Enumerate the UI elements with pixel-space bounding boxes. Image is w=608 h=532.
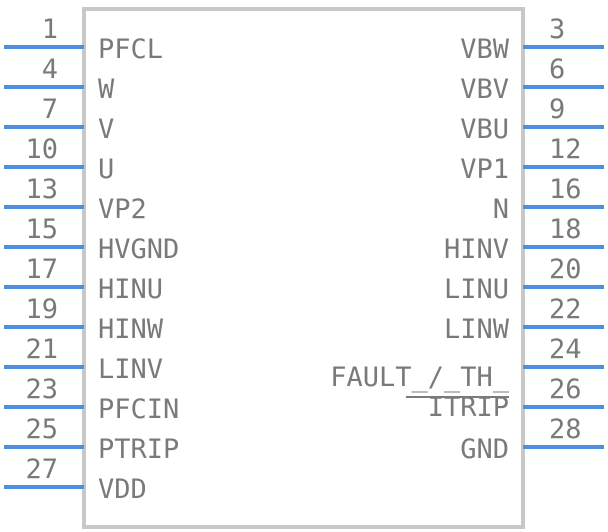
- pin-number: 20: [549, 254, 582, 285]
- pin-number: 6: [549, 54, 565, 85]
- pin-name: HINV: [444, 234, 509, 265]
- pin-name: U: [98, 154, 114, 185]
- pin-name: HVGND: [98, 234, 179, 265]
- pin-number: 17: [25, 254, 58, 285]
- pin-name: HINW: [98, 314, 164, 345]
- pin-number: 7: [42, 94, 58, 125]
- pin-number: 12: [549, 134, 582, 165]
- pin-number: 16: [549, 174, 582, 205]
- pin-number: 1: [42, 14, 58, 45]
- pin-name: GND: [460, 434, 509, 465]
- pin-name: PTRIP: [98, 434, 179, 465]
- pin-number: 4: [42, 54, 58, 85]
- pin-number: 25: [25, 414, 58, 445]
- pin-number: 19: [25, 294, 58, 325]
- pin-name: HINU: [98, 274, 163, 305]
- pin-number: 26: [549, 374, 582, 405]
- right-pins: 3 6 9 12 16 18 20 22 24 26 28 VBW VBV VB…: [330, 14, 604, 465]
- pin-number: 21: [25, 334, 58, 365]
- pin-number: 18: [549, 214, 582, 245]
- pin-number: 13: [25, 174, 58, 205]
- pin-number: 15: [25, 214, 58, 245]
- pin-name: LINU: [444, 274, 509, 305]
- pin-name: VBV: [460, 74, 509, 105]
- pin-name: LINV: [98, 354, 163, 385]
- pin-name: N: [493, 194, 509, 225]
- pin-name: VP2: [98, 194, 147, 225]
- pin-name: VBW: [460, 34, 510, 65]
- pin-name: LINW: [444, 314, 510, 345]
- pin-name: PFCIN: [98, 394, 179, 425]
- pin-number: 28: [549, 414, 582, 445]
- pin-name: FAULT_/_TH_: [330, 362, 510, 393]
- pin-name: PFCL: [98, 34, 163, 65]
- pin-number: 22: [549, 294, 582, 325]
- pin-name: V: [98, 114, 114, 145]
- pin-number: 23: [25, 374, 58, 405]
- pin-number: 3: [549, 14, 565, 45]
- ic-body-outline: [82, 7, 525, 529]
- pin-name: VBU: [460, 114, 509, 145]
- pin-name: VP1: [460, 154, 509, 185]
- pin-name: VDD: [98, 474, 147, 505]
- left-pins: 1 4 7 10 13 15 17 19 21 23 25 27 PFCL W …: [4, 14, 179, 505]
- pin-name: W: [98, 74, 115, 105]
- pin-number: 24: [549, 334, 582, 365]
- pin-number: 10: [25, 134, 58, 165]
- pin-number: 27: [25, 454, 58, 485]
- pin-number: 9: [549, 94, 565, 125]
